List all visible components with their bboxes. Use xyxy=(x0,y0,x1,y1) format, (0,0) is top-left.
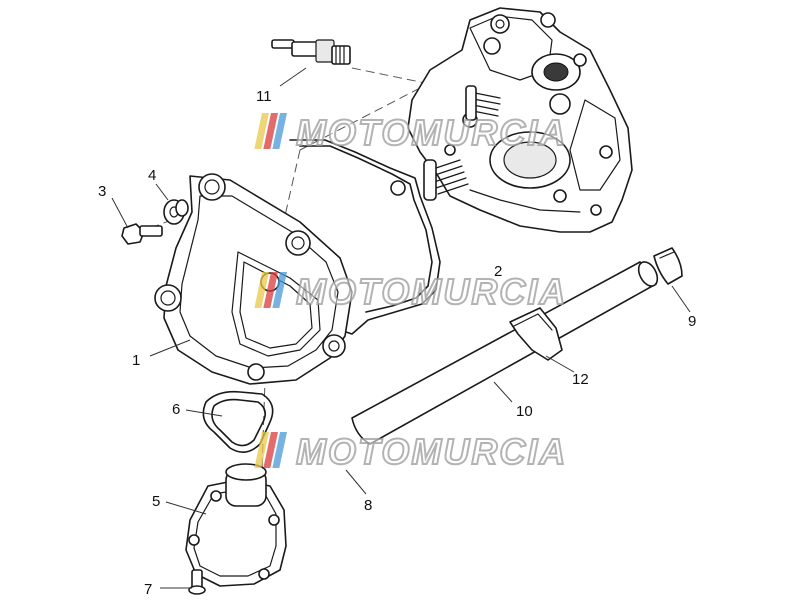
watermark-logo-text: MOTOMURCIA xyxy=(296,271,567,312)
gasket-bolt-hole xyxy=(390,180,406,196)
watermark-stripe xyxy=(272,432,287,468)
callout-labels: 1 2 3 4 5 6 7 8 9 10 11 12 xyxy=(98,88,696,598)
watermark-logo-text: MOTOMURCIA xyxy=(296,431,567,472)
watermark-bottom: MOTOMURCIA xyxy=(254,430,567,473)
watermark-top: MOTOMURCIA xyxy=(254,111,567,154)
valve-spring-upper xyxy=(465,85,501,121)
hose-clamp xyxy=(509,307,563,361)
watermark-middle: MOTOMURCIA xyxy=(254,270,567,313)
callout-3: 3 xyxy=(98,183,106,200)
watermark-stripe xyxy=(263,113,278,149)
watermark-stripe xyxy=(272,272,287,308)
rubber-washer xyxy=(163,199,189,225)
watermark-stripe xyxy=(254,272,269,308)
watermark-logo-text: MOTOMURCIA xyxy=(296,112,567,153)
watermark-stripe xyxy=(254,113,269,149)
hose-clip xyxy=(653,247,683,285)
cover-bolt xyxy=(121,223,163,245)
valve-spring-lower xyxy=(423,159,469,201)
spark-plug xyxy=(271,39,351,65)
watermark-stripe xyxy=(272,113,287,149)
valve-cover-gasket xyxy=(289,139,441,335)
breather-housing xyxy=(185,463,287,587)
watermark-stripe xyxy=(263,272,278,308)
callout-5: 5 xyxy=(152,493,160,510)
callout-12: 12 xyxy=(572,371,589,388)
watermark-stripe xyxy=(254,432,269,468)
cylinder-head xyxy=(407,7,633,233)
callout-9: 9 xyxy=(688,313,696,330)
breather-hose xyxy=(351,261,659,445)
housing-screw xyxy=(188,569,206,595)
callout-4: 4 xyxy=(148,167,156,184)
callout-10: 10 xyxy=(516,403,533,420)
callout-11: 11 xyxy=(256,88,272,105)
callout-6: 6 xyxy=(172,401,180,418)
callout-8: 8 xyxy=(364,497,372,514)
callout-2: 2 xyxy=(494,263,502,280)
watermark-stripe xyxy=(263,432,278,468)
callout-7: 7 xyxy=(144,581,152,598)
leader-lines xyxy=(111,67,691,589)
callout-1: 1 xyxy=(132,352,140,369)
valve-cover xyxy=(154,173,353,385)
